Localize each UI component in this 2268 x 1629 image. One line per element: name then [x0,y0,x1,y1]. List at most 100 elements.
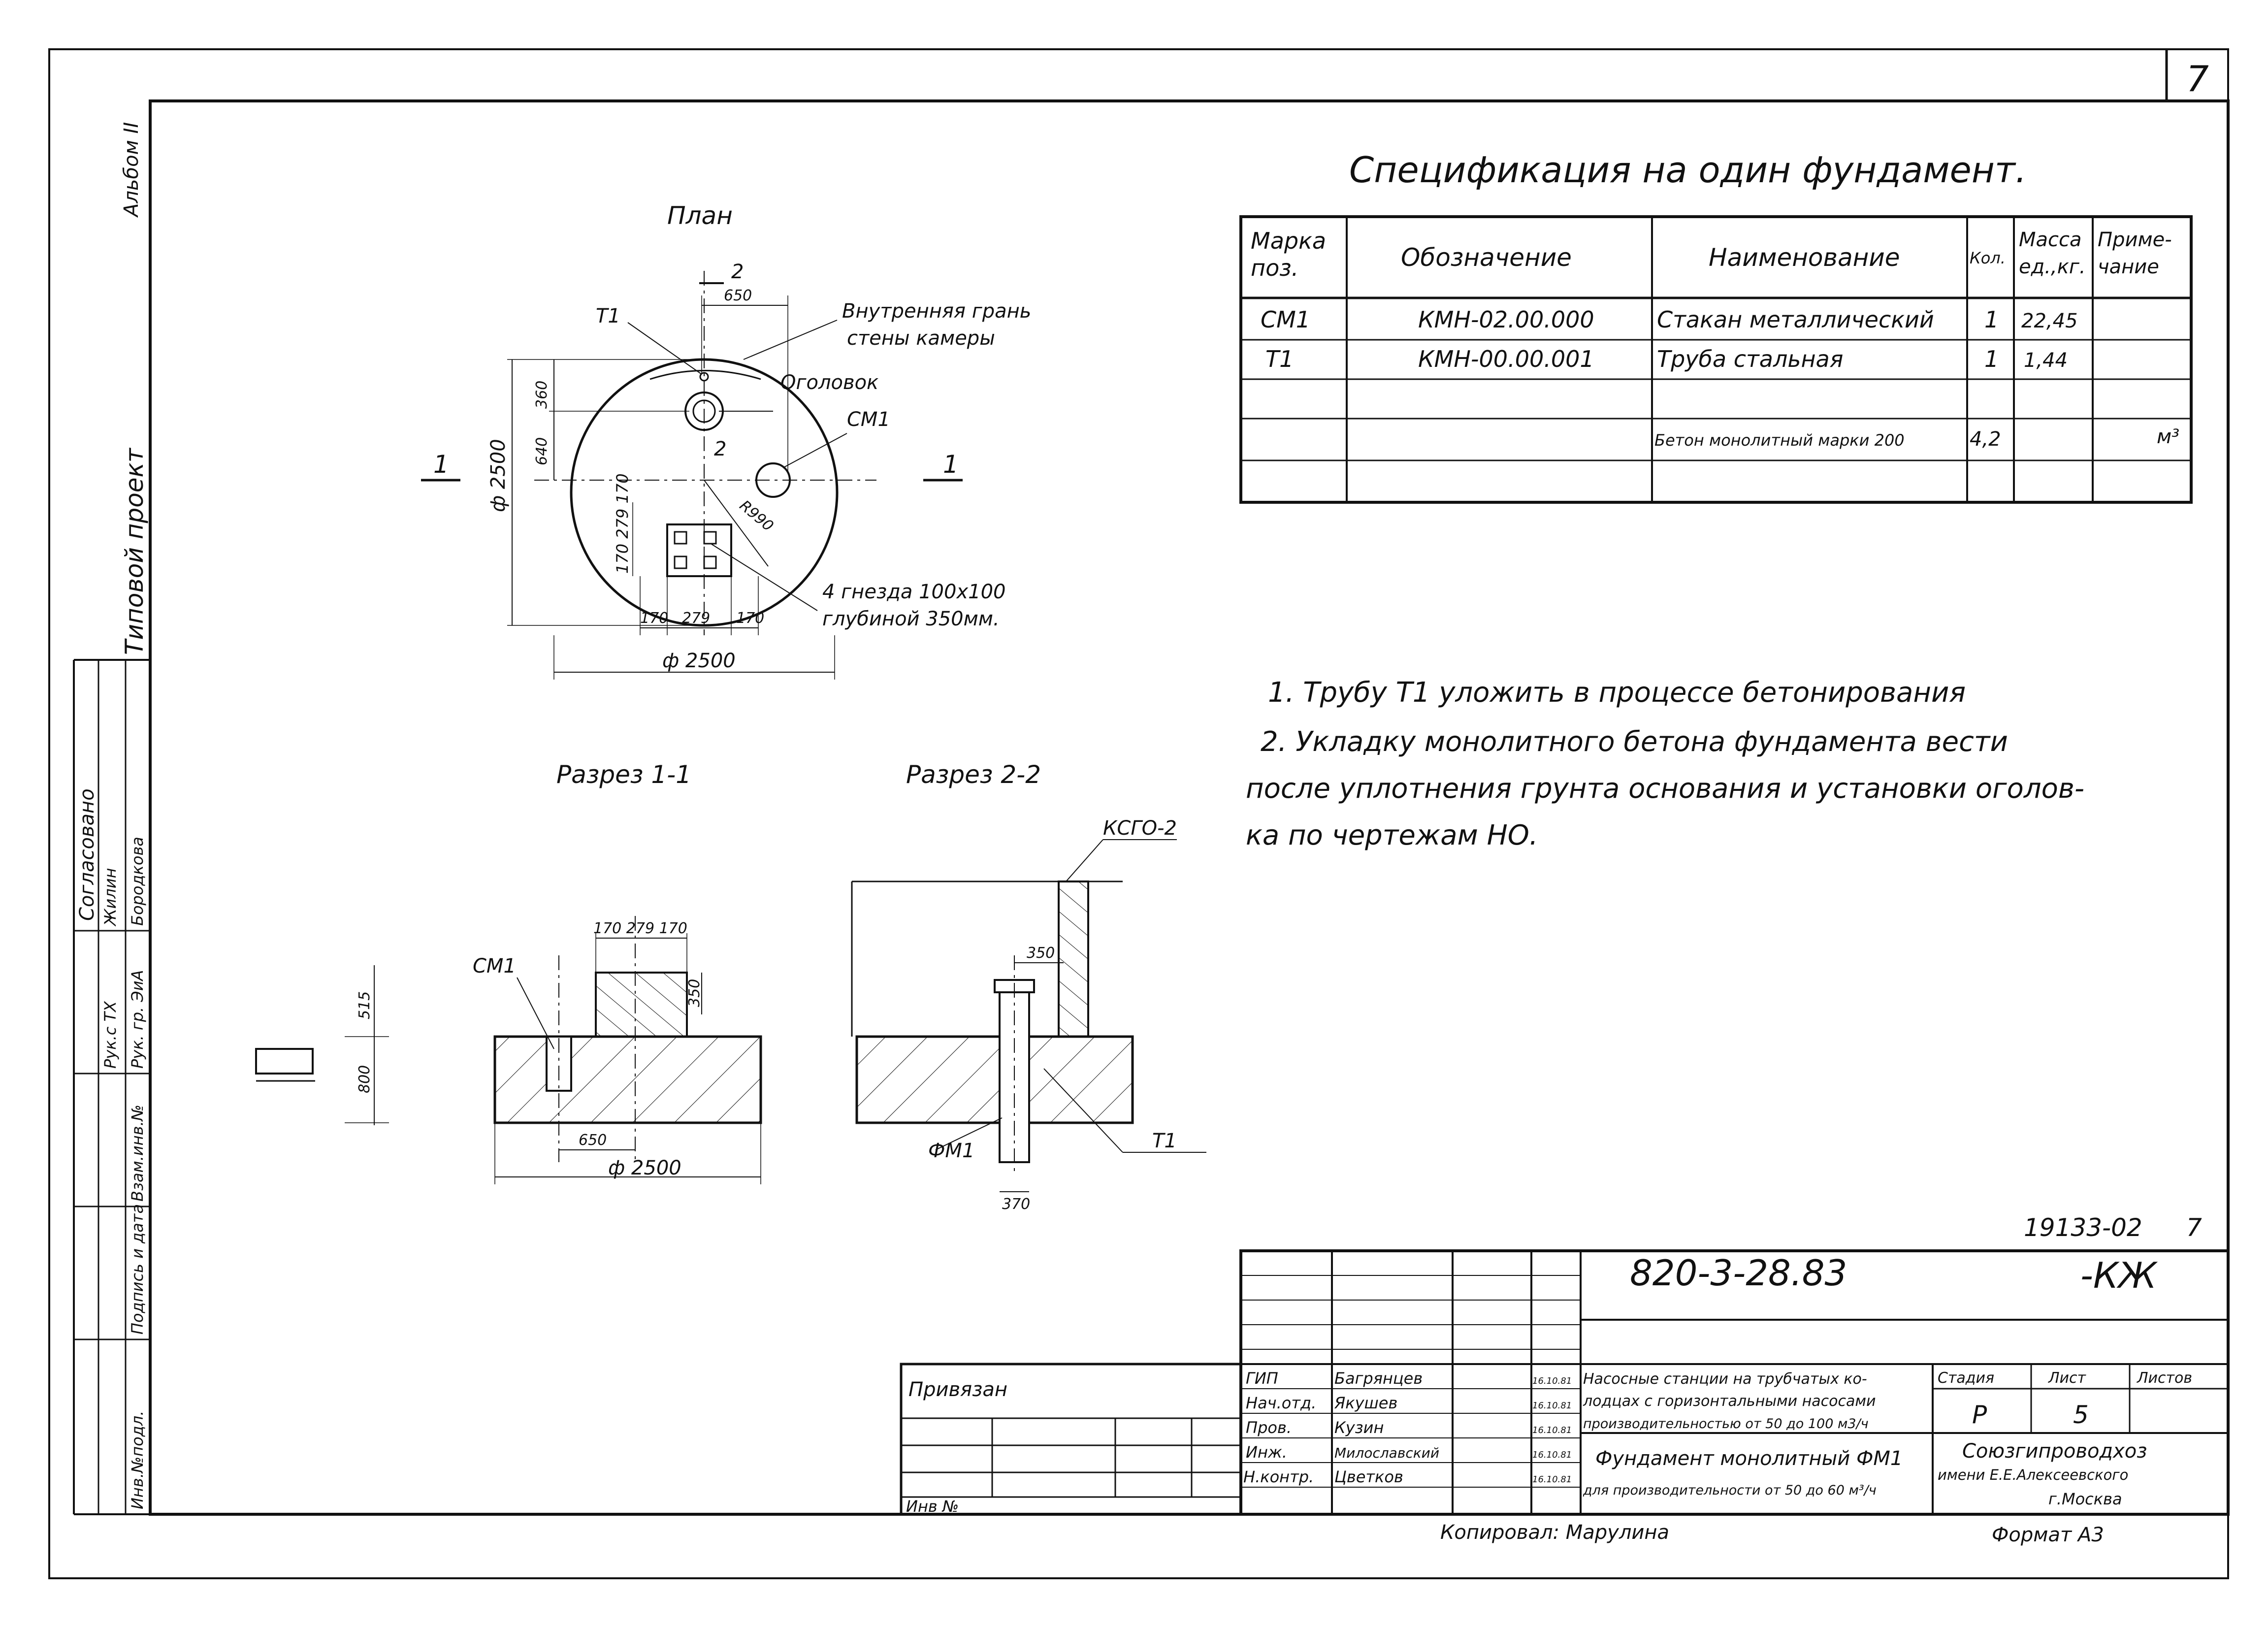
stamp-row2-name: Бородкова [128,837,147,926]
name-2: Якушев [1334,1394,1397,1412]
copied-by: Копировал: Марулина [1440,1521,1669,1544]
role-4: Инж. [1246,1443,1287,1462]
spec-title: Спецификация на один фундамент. [1349,149,2027,191]
name-3: Кузин [1334,1418,1384,1437]
doc-code: 820-3-28.83 [1630,1252,1847,1294]
stamp-col2: Подпись и дата [128,1204,147,1335]
plan-section-mark-1b: 1 [943,450,959,479]
desc-line-1: Насосные станции на трубчатых ко- [1583,1370,1867,1388]
spec-header-designation: Обозначение [1401,243,1572,272]
spec-table [1239,215,2193,504]
spec-row1-mark: СМ1 [1261,306,1310,333]
note-line-2: 2. Укладку монолитного бетона фундамента… [1261,726,2008,758]
agreed-label: Согласовано [76,788,98,921]
stage-header: Стадия [1938,1369,1994,1387]
spec-row1-qty: 1 [1984,306,1999,333]
inventory-number: 19133-02 [2024,1213,2142,1242]
project-type-label: Типовой проект [120,447,149,655]
org-line-1: Союзгипроводхоз [1962,1440,2147,1463]
plan-dim-650: 650 [724,287,752,304]
product-line-2: для производительности от 50 до 60 м³/ч [1583,1483,1877,1498]
section22-view [851,839,1206,1192]
plan-label-nests-1: 4 гнезда 100х100 [822,581,1005,603]
section11-label-cm1: СМ1 [473,955,516,977]
plan-dim-dia-vertical: ф 2500 [487,439,510,512]
stamp-col1: Взам.инв.№ [128,1105,147,1202]
plan-title: План [667,201,733,230]
stamp-row2-role: Рук. гр. ЭиА [128,970,147,1069]
date-1: 16.10.81 [1532,1376,1572,1386]
title-block [900,1249,2230,1516]
stamp-row1-name: Жилин [101,868,120,927]
spec-row4-name: Бетон монолитный марки 200 [1654,431,1905,450]
desc-line-2: лодцах с горизонтальными насосами [1583,1393,1876,1410]
section11-dim-dia: ф 2500 [608,1157,681,1179]
plan-dim-640: 640 [533,437,551,465]
role-2: Нач.отд. [1246,1394,1316,1412]
note-line-4: ка по чертежам НО. [1246,819,1538,851]
section22-label-fm1: ФМ1 [928,1140,974,1162]
section11-view [255,916,762,1184]
note-line-3: после уплотнения грунта основания и уста… [1246,773,2084,805]
spec-row2-name: Труба стальная [1657,346,1843,372]
page-number: 7 [2186,58,2209,99]
org-line-3: г.Москва [2048,1490,2122,1508]
spec-header-mass-1: Масса [2019,228,2082,251]
plan-section-mark-2: 2 [731,261,744,283]
desc-line-3: производительностью от 50 до 100 м3/ч [1583,1416,1869,1432]
section11-dim-350: 350 [686,979,703,1007]
spec-header-name: Наименование [1709,243,1900,272]
section22-title: Разрез 2-2 [906,760,1041,789]
spec-header-mark-2: поз. [1251,255,1298,281]
date-5: 16.10.81 [1532,1474,1572,1485]
format-label: Формат А3 [1992,1524,2104,1546]
inventory-sheet: 7 [2186,1213,2202,1242]
section22-dim-370: 370 [1002,1196,1030,1213]
note-line-1: 1. Трубу Т1 уложить в процессе бетониров… [1268,677,1966,709]
spec-header-mark-1: Марка [1251,228,1326,254]
plan-view [421,271,963,680]
spec-header-note-2: чание [2098,256,2159,278]
album-label: Альбом II [120,122,143,218]
section11-dim-650: 650 [579,1132,607,1149]
sheet-header: Лист [2048,1369,2087,1387]
plan-label-cm1: СМ1 [847,408,890,431]
role-5: Н.контр. [1243,1467,1314,1486]
date-2: 16.10.81 [1532,1401,1572,1411]
sheets-header: Листов [2137,1369,2192,1387]
plan-section-mark-2b: 2 [714,438,726,460]
section11-title: Разрез 1-1 [556,760,691,789]
date-3: 16.10.81 [1532,1425,1572,1435]
inv-no-label: Инв № [906,1497,959,1516]
spec-header-qty: Кол. [1970,249,2006,267]
plan-label-nests-2: глубиной 350мм. [822,608,1000,630]
plan-label-r990: R990 [736,497,777,535]
outer-frame [48,48,2229,1579]
name-5: Цветков [1334,1467,1403,1486]
spec-header-note-1: Приме- [2098,228,2172,251]
spec-row1-name: Стакан металлический [1657,306,1934,333]
spec-row2-mass: 1,44 [2024,349,2068,372]
plan-dim-170b: 170 [736,610,764,627]
doc-suffix: -КЖ [2080,1255,2158,1296]
role-1: ГИП [1246,1369,1278,1388]
plan-label-inner-face-2: стены камеры [847,327,995,350]
section11-dim-top: 170 279 170 [593,920,687,937]
plan-dim-170a: 170 [640,610,668,627]
date-4: 16.10.81 [1532,1450,1572,1460]
plan-label-inner-face-1: Внутренняя грань [842,300,1031,323]
plan-section-mark-1a: 1 [433,450,449,479]
plan-dim-360: 360 [533,381,551,409]
spec-row4-qty: 4,2 [1970,428,2001,451]
stamp-col3: Инв.№подл. [128,1411,147,1509]
plan-dim-dia-horizontal: ф 2500 [662,650,736,672]
plan-label-t1: Т1 [596,305,620,327]
section11-dim-515: 515 [356,991,373,1019]
stage-value: Р [1972,1401,1987,1429]
privyazan-label: Привязан [908,1378,1007,1401]
plan-dim-nest-small: 170 279 170 [613,473,632,574]
stamp-row1-role: Рук.с ТХ [101,1001,120,1069]
section22-label-ksgo: КСГО-2 [1103,817,1177,840]
product-line-1: Фундамент монолитный ФМ1 [1595,1447,1903,1470]
